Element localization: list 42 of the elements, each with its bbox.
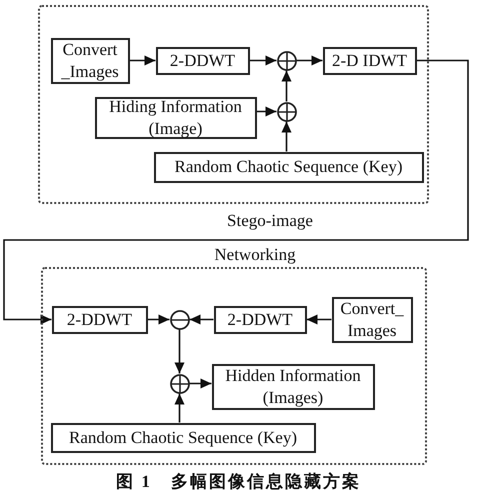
box-label: Hiding Information (Image) [108, 96, 243, 139]
box-label: Random Chaotic Sequence (Key) [68, 426, 297, 448]
minus-junction [170, 310, 190, 330]
box-label: 2-DDWT [66, 308, 132, 330]
arrow [3, 60, 469, 324]
arrow [250, 56, 276, 66]
process-box [214, 306, 306, 334]
process-box [154, 152, 424, 182]
arrow [306, 314, 332, 324]
plus-junction [276, 50, 296, 70]
box-label: Random Chaotic Sequence (Key) [174, 156, 402, 178]
process-box [332, 296, 412, 342]
plus-junction [276, 102, 296, 122]
arrow [282, 70, 292, 102]
arrow [174, 330, 184, 374]
signal-label: Stego-image [227, 212, 313, 231]
process-box [50, 38, 130, 84]
process-box [50, 422, 316, 452]
box-label: 2-D IDWT [332, 50, 408, 72]
figure-caption: 图 1 多幅图像信息隐藏方案 [115, 472, 362, 492]
box-label: 2-DDWT [170, 50, 236, 72]
process-box [156, 46, 250, 74]
dotted-frame [41, 267, 427, 465]
process-box [94, 96, 256, 138]
arrow [190, 378, 212, 388]
process-box [52, 306, 148, 334]
box-label: Convert _Images [60, 39, 120, 82]
arrow [256, 106, 276, 116]
arrow [148, 314, 170, 324]
arrow [296, 56, 322, 66]
process-box [212, 364, 374, 410]
arrow [174, 394, 184, 422]
arrow [130, 56, 156, 66]
signal-label: Networking [214, 246, 296, 265]
process-box [322, 46, 416, 74]
arrow [190, 314, 214, 324]
plus-junction [170, 374, 190, 394]
box-label: Hidden Information (Images) [224, 365, 362, 408]
arrow [282, 122, 292, 152]
dotted-frame [38, 5, 429, 204]
box-label: 2-DDWT [227, 308, 293, 330]
box-label: Convert_ Images [339, 298, 405, 341]
